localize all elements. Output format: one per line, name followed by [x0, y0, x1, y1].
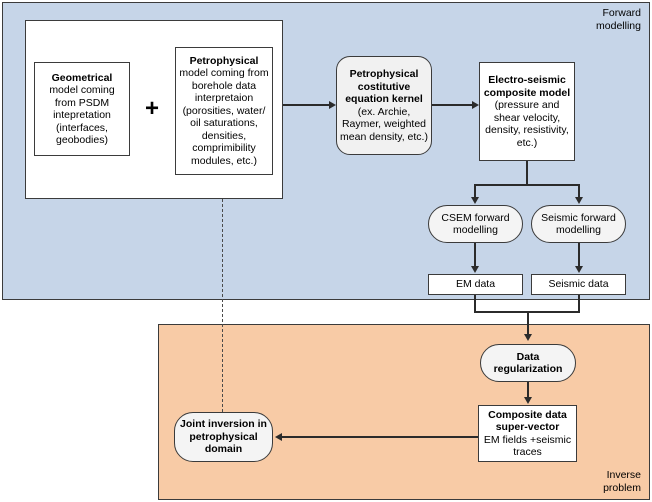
seismic-forward-label: Seismic forward modelling [541, 211, 616, 237]
edge-electro-seismic-stem [526, 161, 528, 185]
csem-forward-label: CSEM forward modelling [441, 211, 510, 237]
edge-split-bar [474, 184, 579, 186]
node-petrophysical-kernel[interactable]: Petrophysical costitutive equation kerne… [336, 56, 432, 155]
geometrical-model-title: Geometrical [51, 71, 113, 84]
node-csem-forward-modelling[interactable]: CSEM forward modelling [428, 205, 523, 243]
node-joint-inversion[interactable]: Joint inversion in petrophysical domain [174, 412, 273, 462]
composite-data-title: Composite data super-vector [488, 408, 567, 434]
node-data-regularization[interactable]: Data regularization [480, 344, 576, 382]
node-em-data[interactable]: EM data [428, 274, 523, 295]
arrowhead-seismic-forward-in [574, 197, 583, 204]
arrowhead-data-regularization-in [523, 334, 532, 341]
edge-merge-to-data-regularization [527, 311, 529, 335]
edge-dashed-model-feedback [222, 199, 223, 412]
edge-seismic-forward-to-seismic-data [578, 243, 580, 267]
composite-data-body: EM fields +seismic traces [483, 433, 572, 459]
inverse-problem-label: Inverse problem [603, 469, 641, 494]
edge-csem-to-em-data [474, 243, 476, 267]
forward-modelling-label: Forward modelling [596, 7, 641, 32]
joint-inversion-label: Joint inversion in petrophysical domain [180, 418, 267, 456]
petrophysical-model-body: model coming from borehole data interpre… [179, 67, 269, 167]
electro-seismic-body: (pressure and shear velocity, density, r… [485, 99, 569, 149]
geometrical-model-body: model coming from PSDM intepretation (in… [49, 84, 115, 146]
node-composite-data-super-vector[interactable]: Composite data super-vector EM fields +s… [478, 405, 577, 462]
electro-seismic-title: Electro-seismic composite model [483, 74, 571, 99]
node-electro-seismic-composite-model[interactable]: Electro-seismic composite model (pressur… [479, 62, 575, 161]
petrophysical-model-title: Petrophysical [189, 54, 259, 67]
node-petrophysical-model[interactable]: Petrophysical model coming from borehole… [175, 47, 273, 175]
arrowhead-joint-inversion-in [275, 432, 282, 441]
arrowhead-kernel-in [329, 100, 336, 109]
node-seismic-data[interactable]: Seismic data [531, 274, 626, 295]
em-data-label: EM data [455, 278, 496, 291]
edge-kernel-to-electro-seismic [432, 104, 473, 106]
arrowhead-composite-data-in [523, 397, 532, 404]
arrowhead-csem-in [470, 197, 479, 204]
seismic-data-label: Seismic data [548, 278, 609, 291]
kernel-title: Petrophysical costitutive equation kerne… [345, 68, 423, 105]
node-geometrical-model[interactable]: Geometrical model coming from PSDM intep… [34, 62, 130, 156]
node-seismic-forward-modelling[interactable]: Seismic forward modelling [531, 205, 626, 243]
edge-split-to-csem [474, 184, 476, 198]
arrowhead-em-data-in [470, 266, 479, 273]
data-regularization-label: Data regularization [493, 350, 563, 376]
plus-icon: + [144, 95, 159, 122]
arrowhead-seismic-data-in [574, 266, 583, 273]
kernel-body: (ex. Archie, Raymer, weighted mean densi… [340, 105, 428, 143]
edge-seismic-data-down [578, 295, 580, 312]
edge-split-to-seismic-forward [578, 184, 580, 198]
edge-composite-to-joint-inversion [282, 436, 478, 438]
edge-container-to-kernel [283, 104, 329, 106]
arrowhead-electro-seismic-in [472, 100, 479, 109]
edge-em-data-down [474, 295, 476, 312]
edge-data-regularization-to-composite [527, 382, 529, 398]
